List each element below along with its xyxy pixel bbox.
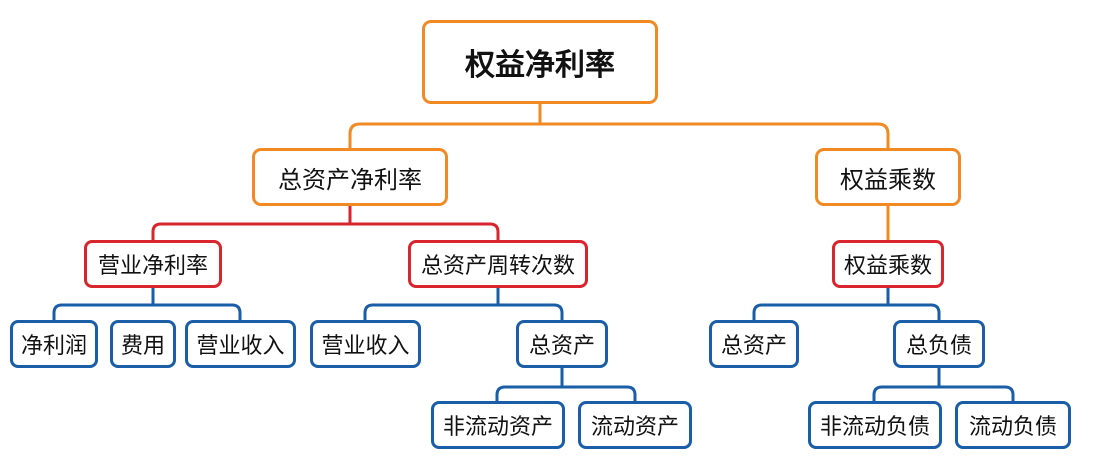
node-current-liabilities: 流动负债	[955, 401, 1071, 449]
connector-total-asset-margin	[151, 206, 500, 240]
node-net-profit: 净利润	[10, 320, 98, 368]
node-revenue-a: 营业收入	[185, 320, 296, 368]
node-equity-multiplier-sub: 权益乘数	[832, 240, 944, 288]
connector-equity-multiplier-sub	[752, 288, 941, 320]
node-label: 营业收入	[196, 334, 285, 359]
node-operating-net-margin: 营业净利率	[84, 240, 222, 288]
node-label: 总资产周转次数	[420, 254, 575, 279]
node-non-current-assets: 非流动资产	[431, 401, 565, 449]
node-label: 营业收入	[321, 334, 410, 359]
node-label: 非流动资产	[442, 415, 553, 440]
node-total-asset-turnover: 总资产周转次数	[408, 240, 588, 288]
node-label: 总资产	[720, 334, 787, 359]
node-total-liabilities: 总负债	[893, 320, 985, 368]
node-label: 总资产	[528, 334, 595, 359]
node-total-asset-margin: 总资产净利率	[252, 148, 448, 206]
connector-total-assets	[495, 368, 637, 401]
node-total-assets-a: 总资产	[516, 320, 608, 368]
node-expenses: 费用	[110, 320, 176, 368]
node-label: 流动资产	[590, 415, 679, 440]
node-label: 权益乘数	[843, 254, 932, 279]
node-total-assets-b: 总资产	[709, 320, 799, 368]
node-current-assets: 流动资产	[578, 401, 692, 449]
connector-operating-net-margin	[52, 288, 242, 320]
node-revenue-b: 营业收入	[310, 320, 421, 368]
connector-root	[348, 104, 890, 148]
node-label: 权益乘数	[840, 165, 936, 194]
node-label: 营业净利率	[97, 254, 208, 279]
node-label: 非流动负债	[819, 415, 930, 440]
root-node-roe: 权益净利率	[422, 20, 658, 104]
node-equity-multiplier: 权益乘数	[815, 148, 961, 206]
connector-total-liabilities	[872, 368, 1015, 401]
node-non-current-liabilities: 非流动负债	[808, 401, 942, 449]
node-label: 总负债	[905, 334, 972, 359]
node-label: 费用	[120, 334, 165, 359]
node-label: 流动负债	[968, 415, 1057, 440]
node-label: 总资产净利率	[278, 165, 422, 194]
connector-total-asset-turnover	[363, 288, 564, 320]
root-label: 权益净利率	[465, 48, 615, 83]
node-label: 净利润	[20, 334, 87, 359]
